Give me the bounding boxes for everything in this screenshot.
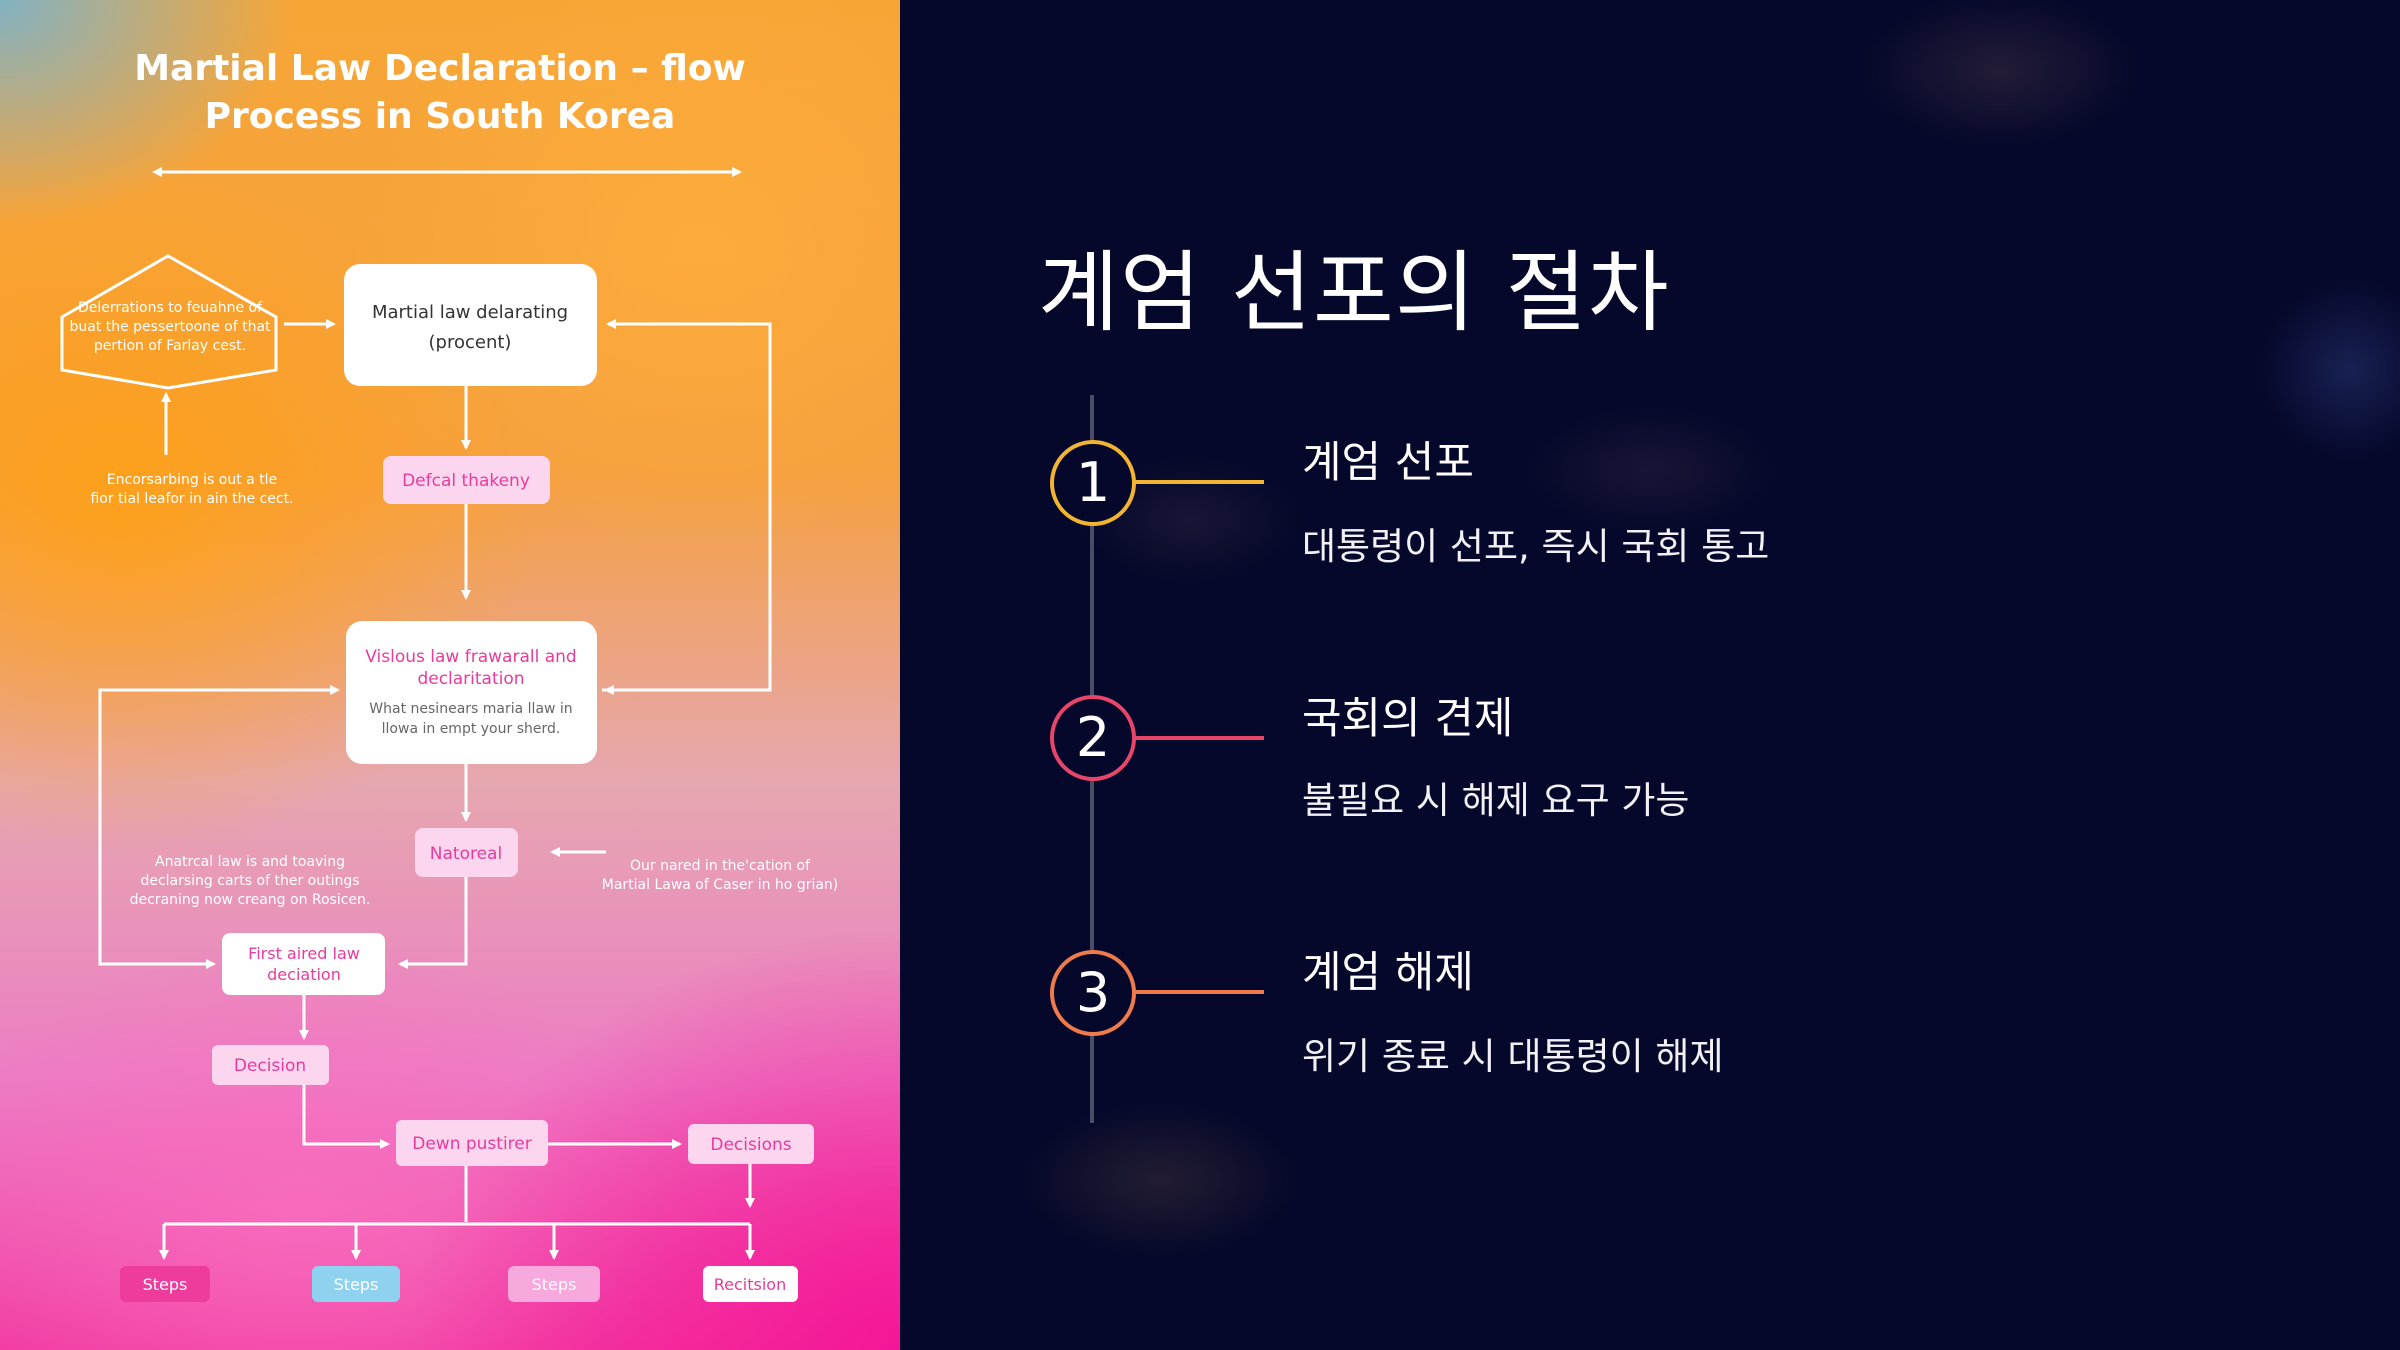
slide-content-panel: 계엄 선포의 절차 1 계엄 선포 대통령이 선포, 즉시 국회 통고 2 국회… [900, 0, 2400, 1350]
steps-text-2: Steps [334, 1275, 379, 1294]
loop-right-connector [602, 319, 772, 692]
defcal-text: Defcal thakeny [402, 471, 530, 491]
connector-natoreal-to-first [398, 877, 468, 969]
main-box-text-2: (procent) [429, 332, 512, 353]
step-2-description: 불필요 시 해제 요구 가능 [1302, 779, 1690, 822]
step-3-number: 3 [1075, 961, 1111, 1024]
decisions-pill [688, 1124, 814, 1164]
loop-left-connector [98, 685, 340, 966]
recitsion-text: Recitsion [714, 1275, 786, 1294]
steps-text-3: Steps [532, 1275, 577, 1294]
note-mid-left-1: Anatrcal law is and toaving [155, 854, 345, 870]
main-declaration-box [344, 264, 597, 386]
step-1-number: 1 [1075, 451, 1111, 514]
step-2-connector [1134, 736, 1264, 740]
down-pill [396, 1120, 548, 1166]
first-aired-text-1: First aired law [248, 944, 360, 963]
flowchart-title-line2: Process in South Korea [205, 96, 676, 137]
note-right-2: Martial Lawa of Caser in ho grian) [602, 877, 839, 893]
step-2-number-badge: 2 [1050, 695, 1136, 781]
note-left-1: Encorsarbing is out a tle [107, 472, 277, 488]
decisions-text: Decisions [710, 1135, 791, 1155]
steps-pill-2 [312, 1266, 400, 1302]
vislous-title-1: Vislous law frawarall and [365, 647, 576, 667]
recitsion-pill [703, 1266, 798, 1302]
hexagon-node [60, 254, 278, 390]
down-text: Dewn pustirer [412, 1134, 532, 1154]
note-right-1: Our nared in the'cation of [630, 858, 811, 874]
step-3-title: 계엄 해제 [1302, 948, 1474, 998]
step-1-description: 대통령이 선포, 즉시 국회 통고 [1302, 525, 1770, 568]
step-1-connector [1134, 480, 1264, 484]
natoreal-text: Natoreal [430, 844, 502, 864]
hexagon-text-1: Delerrations to feuahne of [78, 300, 263, 316]
step-3-connector [1134, 990, 1264, 994]
flowchart-title-line1: Martial Law Declaration – flow [134, 48, 746, 89]
flowchart-illustration: Martial Law Declaration – flow Process i… [0, 0, 900, 1350]
vislous-box [346, 621, 597, 764]
defcal-pill [383, 456, 550, 504]
hexagon-text-2: buat the pessertoone of that [69, 319, 271, 335]
steps-text-1: Steps [143, 1275, 188, 1294]
step-3-number-badge: 3 [1050, 950, 1136, 1036]
note-left-2: fior tial leafor in ain the cect. [90, 491, 293, 507]
connector-decision-to-down [302, 1085, 390, 1149]
note-mid-left-2: declarsing carts of ther outings [140, 873, 359, 889]
vislous-title-2: declaritation [417, 669, 524, 689]
natoreal-pill [415, 828, 518, 877]
main-box-text-1: Martial law delarating [372, 302, 568, 323]
hexagon-text-3: pertion of Farlay cest. [94, 338, 246, 354]
step-2-number: 2 [1075, 706, 1111, 769]
decision-text: Decision [234, 1056, 306, 1076]
note-mid-left-3: decraning now creang on Rosicen. [130, 892, 371, 908]
step-1-title: 계엄 선포 [1302, 438, 1474, 488]
step-1-number-badge: 1 [1050, 440, 1136, 526]
flowchart-svg: Martial Law Declaration – flow Process i… [60, 48, 839, 1302]
first-aired-text-2: deciation [267, 965, 341, 984]
steps-pill-1 [120, 1266, 210, 1302]
slide-title: 계엄 선포의 절차 [1038, 241, 1670, 344]
step-2-title: 국회의 견제 [1302, 694, 1514, 744]
decision-pill [212, 1045, 329, 1085]
vislous-sub-1: What nesinears maria llaw in [369, 701, 572, 717]
steps-pill-3 [508, 1266, 600, 1302]
vislous-sub-2: llowa in empt your sherd. [382, 721, 561, 737]
step-3-description: 위기 종료 시 대통령이 해제 [1302, 1035, 1724, 1078]
first-aired-box [222, 933, 385, 995]
